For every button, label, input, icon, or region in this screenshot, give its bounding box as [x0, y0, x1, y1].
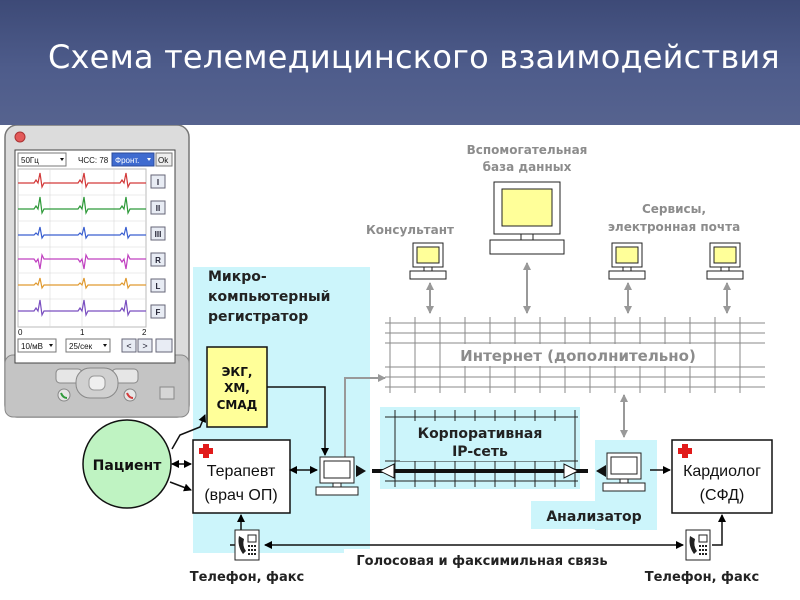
lead-buttons: I II III R L F	[150, 174, 166, 319]
lead-button-i[interactable]	[150, 174, 166, 189]
lead-button-label: II	[156, 204, 160, 213]
consultant-label: Консультант	[366, 223, 454, 237]
services-label-1: Сервисы,	[642, 202, 706, 216]
ecg-trace-r	[18, 253, 146, 270]
lead-button-iii[interactable]	[150, 226, 166, 241]
phone-fax-icon	[685, 529, 711, 561]
cardiologist-label-1: Кардиолог	[683, 463, 761, 480]
voice-label: Голосовая и факсимильная связь	[356, 554, 607, 569]
scale-dropdown[interactable]	[17, 338, 57, 353]
filter-dropdown[interactable]	[17, 152, 67, 167]
channel-arrow-left-outer	[356, 465, 366, 477]
patient-label: Пациент	[93, 458, 163, 474]
speed-dropdown-text: 25/сек	[69, 342, 93, 351]
analyzer-label: Анализатор	[546, 509, 641, 525]
internet-connection-arrows	[344, 262, 731, 460]
analyzer-label-region	[531, 501, 657, 529]
lead-button-label: R	[155, 256, 161, 265]
corp-net-label-1: Корпоративная	[418, 426, 543, 442]
ok-button[interactable]	[155, 152, 173, 167]
ecg-trace-iii	[18, 226, 146, 240]
ecg-trace-f	[18, 299, 146, 318]
recorder-label-3: регистратор	[208, 309, 308, 325]
lead-button-l[interactable]	[150, 278, 166, 293]
services-label-2: электронная почта	[608, 220, 740, 234]
phone-fax-icon	[234, 529, 260, 561]
ecg-grid	[18, 169, 146, 327]
ecg-label-3: СМАД	[217, 398, 258, 412]
channel-arrow-right-outer	[596, 465, 606, 477]
therapist-label-1: Терапевт	[207, 463, 276, 480]
power-led-icon	[14, 131, 26, 143]
pc-icon	[489, 181, 565, 255]
dpad-center[interactable]	[88, 375, 106, 391]
page-title: Схема телемедицинского взаимодействия	[48, 38, 780, 76]
ok-button-label: Ok	[158, 156, 169, 165]
telemedicine-diagram: Интернет (дополнительно) Корпоративная I…	[4, 125, 773, 585]
phone-label-left: Телефон, факс	[190, 570, 305, 585]
internet-label: Интернет (дополнительно)	[460, 347, 696, 365]
scale-dropdown-text: 10/мВ	[21, 342, 43, 351]
next-button-label: >	[142, 341, 147, 351]
prev-button[interactable]	[121, 338, 137, 353]
recorder-label-2: компьютерный	[208, 289, 330, 305]
axis-tick: 2	[142, 328, 147, 337]
call-button[interactable]	[57, 388, 71, 402]
voice-label-bg	[344, 549, 620, 569]
heart-rate-label: ЧСС: 78	[78, 156, 109, 165]
chevron-down-icon	[49, 344, 53, 347]
ecg-traces	[18, 172, 146, 318]
next-button[interactable]	[137, 338, 153, 353]
internet-label-bg	[455, 344, 701, 366]
pc-icon	[409, 242, 447, 280]
ecg-trace-ii	[18, 196, 146, 216]
header: Схема телемедицинского взаимодействия	[0, 0, 800, 125]
cardiologist-label-2: (СФД)	[700, 487, 745, 504]
axis-tick: 1	[80, 328, 85, 337]
ecg-label-2: ХМ,	[224, 381, 250, 395]
phone-label-right: Телефон, факс	[645, 570, 760, 585]
ecg-trace-l	[18, 277, 146, 290]
lead-button-label: III	[155, 230, 162, 239]
lead-button-label: F	[156, 308, 161, 317]
windows-logo-icon	[159, 386, 175, 400]
green-phone-icon	[60, 392, 68, 399]
channel-arrow-right	[563, 463, 580, 479]
pc-icon	[602, 452, 646, 492]
chevron-down-icon	[60, 158, 64, 161]
corp-net-label-2: IP-сеть	[452, 444, 508, 460]
pc-icon	[706, 242, 744, 280]
channel-arrow-left	[378, 463, 395, 479]
lead-button-f[interactable]	[150, 304, 166, 319]
corp-label-bg	[400, 421, 560, 461]
axis-tick: 0	[18, 328, 23, 337]
lead-button-ii[interactable]	[150, 200, 166, 215]
pc-icon	[315, 456, 359, 496]
end-call-button[interactable]	[123, 388, 137, 402]
filter-dropdown-text: 50Гц	[21, 156, 39, 165]
lead-button-label: L	[156, 282, 161, 291]
lead-button-label: I	[157, 178, 159, 187]
recorder-label-1: Микро-	[208, 269, 267, 285]
ecg-label-1: ЭКГ,	[222, 365, 253, 379]
therapist-label-2: (врач ОП)	[204, 487, 277, 504]
lead-button-r[interactable]	[150, 252, 166, 267]
lead-mode-dropdown[interactable]	[111, 152, 155, 167]
lead-mode-text: Фронт.	[115, 156, 139, 165]
prev-button-label: <	[126, 341, 131, 351]
pda-device: 50Гц ЧСС: 78 Фронт. Ok I	[4, 125, 190, 418]
chevron-down-icon	[147, 158, 151, 161]
speed-dropdown[interactable]	[65, 338, 111, 353]
ecg-trace-i	[18, 172, 146, 189]
aux-db-label-2: база данных	[483, 160, 572, 174]
pc-icon	[608, 242, 646, 280]
aux-db-label-1: Вспомогательная	[467, 143, 588, 157]
keyboard-icon[interactable]	[155, 338, 173, 353]
red-phone-icon	[126, 392, 134, 399]
services-box	[592, 198, 756, 238]
chevron-down-icon	[103, 344, 107, 347]
